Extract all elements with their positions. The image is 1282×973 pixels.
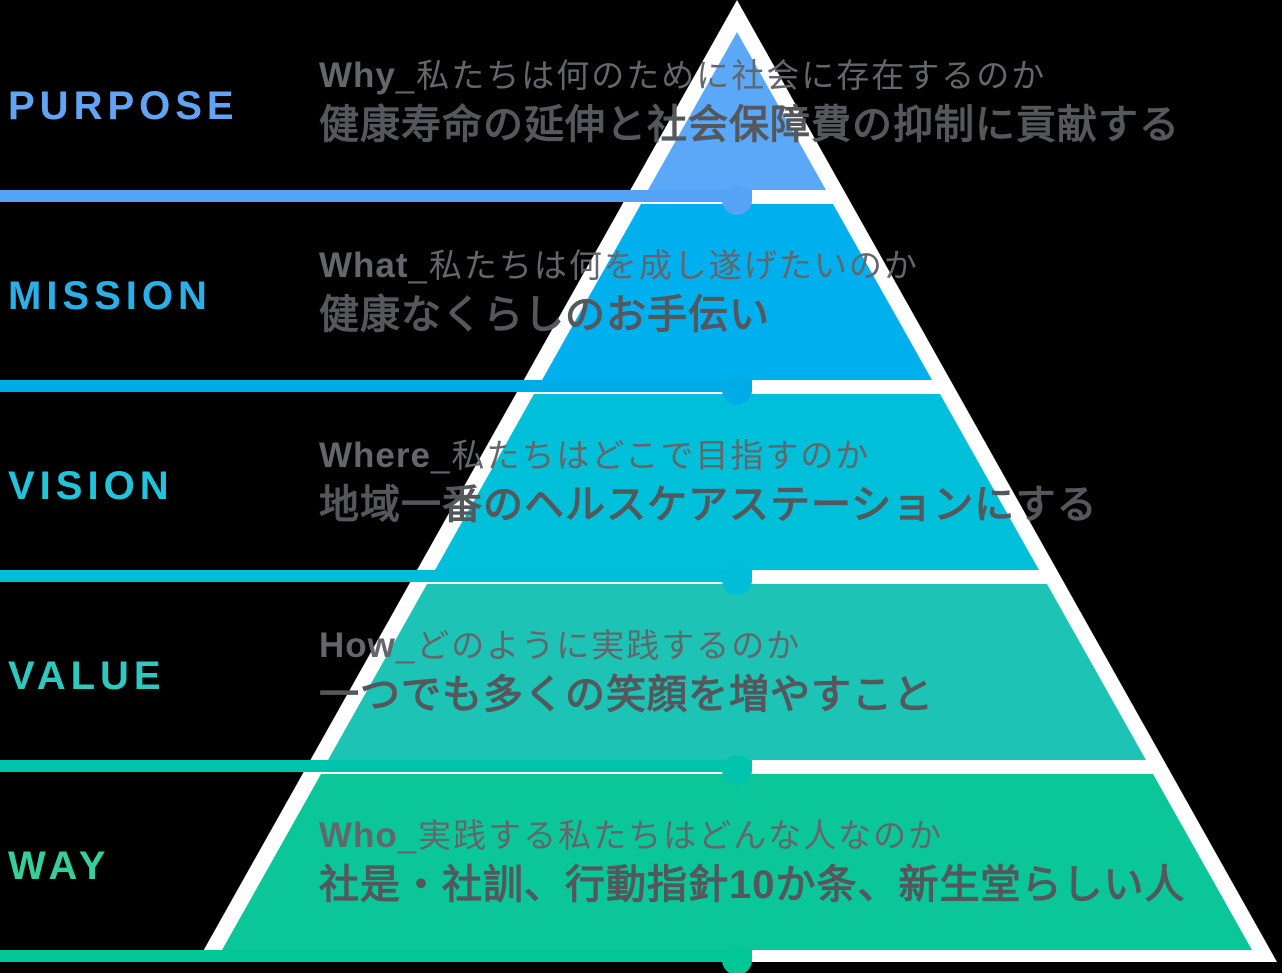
question-vision: Where_私たちはどこで目指すのか [319,434,870,485]
underline-way [0,950,752,962]
question-text-mission: _私たちは何を成し遂げたいのか [408,247,919,284]
question-text-vision: _私たちはどこで目指すのか [430,437,871,474]
question-value: How_どのように実践するのか [319,624,801,675]
answer-mission: 健康なくらしのお手伝い [319,293,770,337]
underline-dot-mission [722,375,752,405]
underline-vision [0,570,752,582]
underline-mission [0,380,752,392]
question-prefix-mission: What [319,246,409,285]
section-label-mission: MISSION [8,274,212,318]
answer-way: 社是・社訓、行動指針10か条、新生堂らしい人 [319,863,1186,907]
question-text-purpose: _私たちは何のために社会に存在するのか [395,57,1047,94]
question-prefix-value: How [319,626,396,665]
question-prefix-way: Who [319,816,398,855]
underline-value [0,760,752,772]
question-prefix-purpose: Why [319,56,396,95]
question-purpose: Why_私たちは何のために社会に存在するのか [319,54,1046,105]
question-text-value: _どのように実践するのか [395,627,802,664]
underline-purpose [0,190,752,202]
section-label-purpose: PURPOSE [8,84,239,128]
answer-vision: 地域一番のヘルスケアステーションにする [319,483,1098,527]
underline-dot-way [722,945,752,973]
section-label-way: WAY [8,844,111,888]
question-way: Who_実践する私たちはどんな人なのか [319,814,943,865]
section-label-vision: VISION [8,464,174,508]
answer-value: 一つでも多くの笑顔を増やすこと [319,673,934,717]
question-text-way: _実践する私たちはどんな人なのか [397,817,944,854]
underline-dot-value [722,755,752,785]
question-mission: What_私たちは何を成し遂げたいのか [319,244,919,295]
underline-dot-vision [722,565,752,595]
underline-dot-purpose [722,185,752,215]
question-prefix-vision: Where [319,436,431,475]
answer-purpose: 健康寿命の延伸と社会保障費の抑制に貢献する [319,103,1180,147]
section-label-value: VALUE [8,654,166,698]
